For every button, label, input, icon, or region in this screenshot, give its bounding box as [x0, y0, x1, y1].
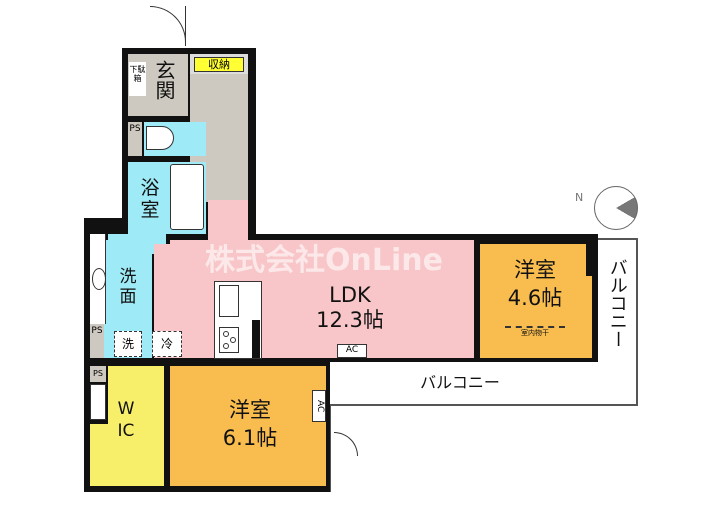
western-room-1-label: 洋室 [514, 258, 556, 282]
compass-icon [594, 186, 638, 230]
balcony-bottom [330, 362, 638, 406]
watermark: 株式会社OnLine [205, 243, 443, 278]
ac-ldk: AC [337, 344, 367, 358]
ldk-pillar [252, 320, 260, 358]
burner-icon [223, 343, 229, 349]
burner-icon [230, 337, 236, 343]
wall [586, 236, 598, 276]
shelf [90, 384, 106, 420]
burner-icon [223, 331, 229, 337]
ldk [154, 244, 474, 358]
genkan-label: 玄関 [152, 60, 176, 100]
entrance-door[interactable] [150, 6, 186, 42]
western-room-2-label: 洋室 [229, 398, 271, 422]
ps: PS [90, 324, 104, 358]
western-room-2-size: 6.1帖 [222, 426, 278, 450]
balcony-bottom-label: バルコニー [420, 373, 500, 392]
compass-north: N [575, 191, 584, 204]
western-room-2 [170, 366, 326, 486]
bathtub [170, 164, 204, 230]
door-western-2[interactable] [334, 432, 358, 456]
bath-label: 浴室 [140, 177, 160, 221]
ps: PS [128, 122, 142, 156]
shoe-box: 下駄箱 [129, 62, 146, 96]
fridge-space: 冷 [152, 331, 182, 357]
sink-icon [92, 268, 106, 290]
stove-icon [219, 327, 239, 353]
toilet-icon [146, 126, 174, 150]
wic-lower [90, 424, 120, 486]
ldk-size: 12.3帖 [316, 308, 384, 332]
kitchen-sink-icon [219, 285, 239, 317]
hall-pink [208, 200, 248, 240]
washroom-label: 洗面 [119, 267, 137, 307]
ac-western-2: AC [312, 390, 326, 422]
indoor-drying: 室内物干 [505, 326, 565, 337]
door-leaf [185, 6, 186, 46]
washroom-upper [108, 234, 166, 254]
ldk-label: LDK [329, 283, 371, 307]
ldk-upper [170, 240, 474, 250]
western-room-1-size: 4.6帖 [507, 286, 563, 310]
washer-space: 洗 [114, 331, 142, 357]
storage-label: 収納 [194, 57, 244, 72]
wic-label: WIC [117, 399, 135, 441]
western-room-1 [480, 244, 592, 358]
ps: PS [90, 366, 106, 382]
balcony-side-label: バルコニー [606, 258, 628, 348]
